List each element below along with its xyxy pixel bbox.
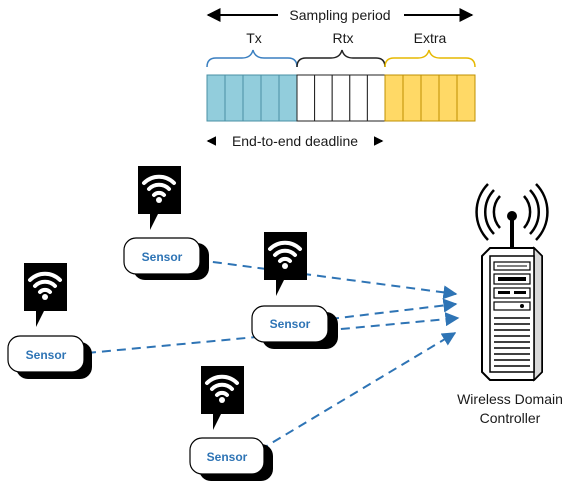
segment-label-tx: Tx: [246, 30, 262, 46]
brace-tx: [206, 49, 298, 68]
sensor-box: [123, 237, 201, 275]
link-arrow: [197, 259, 458, 300]
rtx-slot: [331, 74, 351, 122]
timeline: Sampling period Tx Rtx Extra End-to-en: [206, 6, 476, 150]
extra-slot: [438, 74, 458, 122]
slot-bar: [206, 74, 476, 122]
controller-label-line2: Controller: [480, 410, 541, 426]
rtx-slot: [314, 74, 333, 122]
extra-slot: [456, 74, 476, 122]
segment-label-extra: Extra: [414, 30, 447, 46]
sensor-box: [251, 305, 329, 343]
sensor-node: Sensor: [189, 366, 273, 481]
segment-label-rtx: Rtx: [333, 30, 354, 46]
deadline-label: End-to-end deadline: [232, 133, 358, 149]
brace-extra: [384, 49, 476, 68]
rtx-slot: [349, 74, 368, 122]
link-arrow: [329, 298, 458, 320]
extra-slot: [420, 74, 440, 122]
links: [86, 259, 460, 451]
controller-label-line1: Wireless Domain: [457, 391, 563, 407]
rtx-slot: [296, 74, 316, 122]
tx-slot: [224, 74, 244, 122]
controller: Wireless Domain Controller: [457, 183, 563, 426]
sensor-node: Sensor: [7, 263, 92, 379]
sensor-label: Sensor: [207, 450, 248, 464]
sensor-node: Sensor: [123, 166, 209, 280]
extra-slot: [384, 74, 404, 122]
server-tower-icon: [475, 183, 549, 382]
sampling-period-label: Sampling period: [289, 7, 390, 23]
sensor-label: Sensor: [142, 250, 183, 264]
link-arrow: [259, 332, 457, 451]
tx-slot: [206, 74, 226, 122]
tx-slot: [278, 74, 298, 122]
sensor-node: Sensor: [251, 232, 338, 349]
sensor-box: [7, 335, 85, 373]
deadline-label-bg: [216, 132, 374, 150]
sensor-box: [189, 437, 265, 475]
extra-slot: [402, 74, 422, 122]
sampling-period-label-bg: [278, 6, 404, 24]
rtx-slot: [366, 74, 386, 122]
brace-rtx: [296, 49, 386, 68]
sensor-label: Sensor: [270, 317, 311, 331]
tx-slot: [242, 74, 262, 122]
tx-slot: [260, 74, 280, 122]
sensor-label: Sensor: [26, 348, 67, 362]
